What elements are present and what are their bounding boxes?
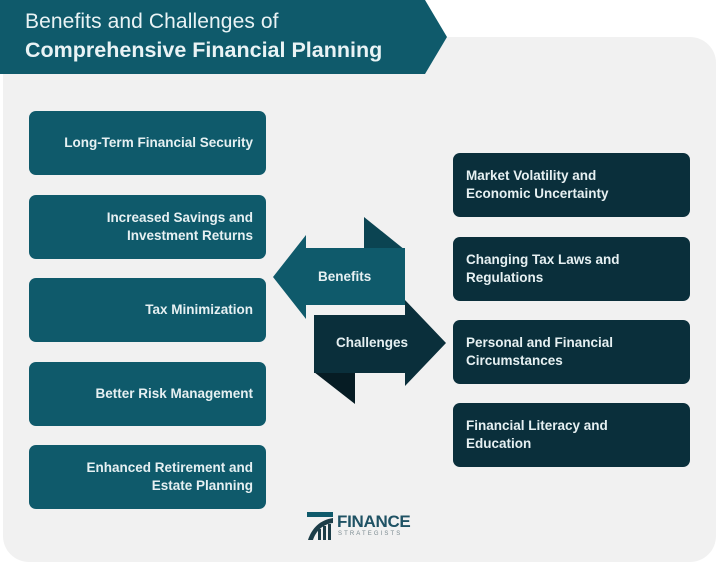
- benefits-arrow-label: Benefits: [318, 269, 372, 284]
- benefits-arrow-fold: [364, 217, 405, 250]
- benefit-item: Tax Minimization: [29, 278, 266, 342]
- challenge-label: Changing Tax Laws and Regulations: [466, 252, 620, 285]
- benefit-label: Long-Term Financial Security: [64, 135, 253, 150]
- challenge-item: Market Volatility and Economic Uncertain…: [453, 153, 690, 217]
- challenge-label: Personal and Financial Circumstances: [466, 335, 614, 368]
- title-line-2: Comprehensive Financial Planning: [25, 38, 383, 62]
- logo-wordmark: FINANCE: [337, 512, 411, 531]
- benefit-item: Increased Savings and Investment Returns: [29, 195, 266, 259]
- benefits-arrow-icon: [273, 235, 405, 319]
- challenge-item: Financial Literacy and Education: [453, 403, 690, 467]
- finance-strategists-logo: FINANCE STRATEGISTS: [306, 511, 416, 541]
- banner-shape: [0, 0, 447, 74]
- title-banner: Benefits and Challenges of Comprehensive…: [0, 0, 450, 75]
- challenge-label: Financial Literacy and Education: [466, 418, 608, 451]
- logo-subtext: STRATEGISTS: [338, 531, 403, 537]
- challenge-label: Market Volatility and Economic Uncertain…: [466, 168, 609, 201]
- challenges-arrow-label: Challenges: [336, 335, 409, 350]
- benefit-label: Better Risk Management: [95, 386, 253, 401]
- challenges-arrow-fold: [314, 372, 355, 404]
- benefit-item: Better Risk Management: [29, 362, 266, 426]
- benefit-label: Increased Savings and Investment Returns: [106, 210, 253, 243]
- benefit-item: Enhanced Retirement and Estate Planning: [29, 445, 266, 509]
- benefit-label: Enhanced Retirement and Estate Planning: [86, 460, 253, 493]
- benefit-label: Tax Minimization: [145, 302, 253, 317]
- challenges-arrow-icon: [314, 300, 446, 386]
- logo-mark-icon: [307, 512, 333, 540]
- benefit-item: Long-Term Financial Security: [29, 111, 266, 175]
- page-title: Benefits and Challenges of Comprehensive…: [25, 8, 382, 64]
- challenge-item: Changing Tax Laws and Regulations: [453, 237, 690, 301]
- challenge-item: Personal and Financial Circumstances: [453, 320, 690, 384]
- title-line-1: Benefits and Challenges of: [25, 10, 279, 33]
